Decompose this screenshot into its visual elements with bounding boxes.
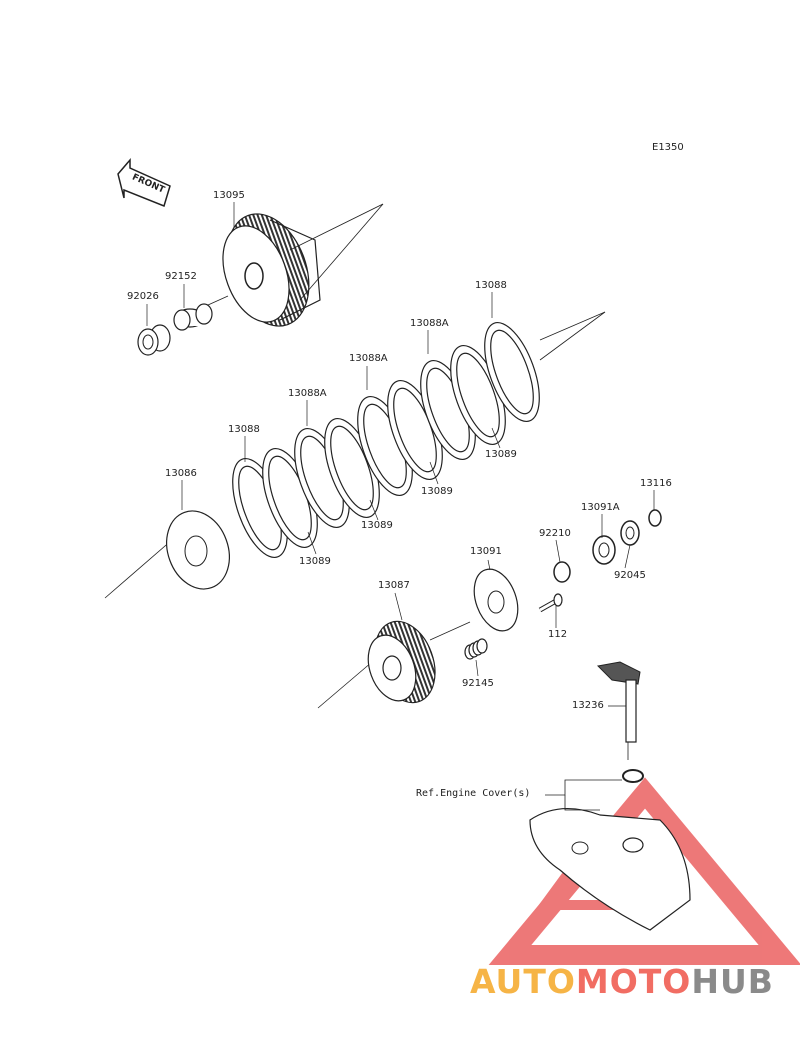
part-label-13091a: 13091A [581, 502, 620, 513]
watermark-text: AUTOMOTOHUB [470, 962, 774, 1001]
part-label-13086: 13086 [165, 468, 197, 479]
watermark-hub: HUB [691, 962, 774, 1001]
part-label-13088-top: 13088 [475, 280, 507, 291]
part-label-13091: 13091 [470, 546, 502, 557]
bolt-112 [538, 593, 563, 613]
part-label-92145: 92145 [462, 678, 494, 689]
part-label-13088a-1: 13088A [410, 318, 449, 329]
part-label-13088-left: 13088 [228, 424, 260, 435]
bearing-92045 [620, 520, 640, 546]
part-label-13236: 13236 [572, 700, 604, 711]
diagram-code: E1350 [652, 142, 684, 153]
part-label-13089-2: 13089 [421, 486, 453, 497]
needle-bearing-92026 [137, 324, 171, 356]
lifter-plate-13091 [473, 568, 519, 632]
pressure-plate-13086 [166, 510, 230, 590]
part-label-13089-1: 13089 [485, 449, 517, 460]
front-arrow-icon [117, 157, 171, 208]
part-label-92152: 92152 [165, 271, 197, 282]
bearing-13091a [592, 535, 616, 565]
clutch-housing-13095 [222, 203, 384, 327]
part-label-13088a-2: 13088A [349, 353, 388, 364]
clutch-plates-stack [104, 311, 606, 599]
part-label-92026: 92026 [127, 291, 159, 302]
clutch-hub-13087 [317, 620, 471, 709]
part-label-92045: 92045 [614, 570, 646, 581]
part-label-13089-3: 13089 [361, 520, 393, 531]
oil-seal [622, 769, 644, 783]
watermark-auto: AUTO [470, 962, 576, 1001]
part-label-13088a-3: 13088A [288, 388, 327, 399]
part-label-13089-4: 13089 [299, 556, 331, 567]
washer-92210 [553, 561, 571, 583]
reference-engine-cover-label: Ref.Engine Cover(s) [416, 788, 531, 799]
part-label-13095: 13095 [213, 190, 245, 201]
part-label-112: 112 [548, 629, 568, 640]
release-shaft-13236 [596, 661, 641, 760]
pin-13116 [648, 509, 662, 527]
part-label-13087: 13087 [378, 580, 410, 591]
part-label-92210: 92210 [539, 528, 571, 539]
ref-bracket-lines [545, 779, 622, 811]
part-label-13116: 13116 [640, 478, 672, 489]
watermark-moto: MOTO [575, 962, 692, 1001]
sleeve-92152 [173, 295, 229, 331]
leader-lines [146, 202, 655, 707]
spring-92145 [464, 638, 488, 660]
